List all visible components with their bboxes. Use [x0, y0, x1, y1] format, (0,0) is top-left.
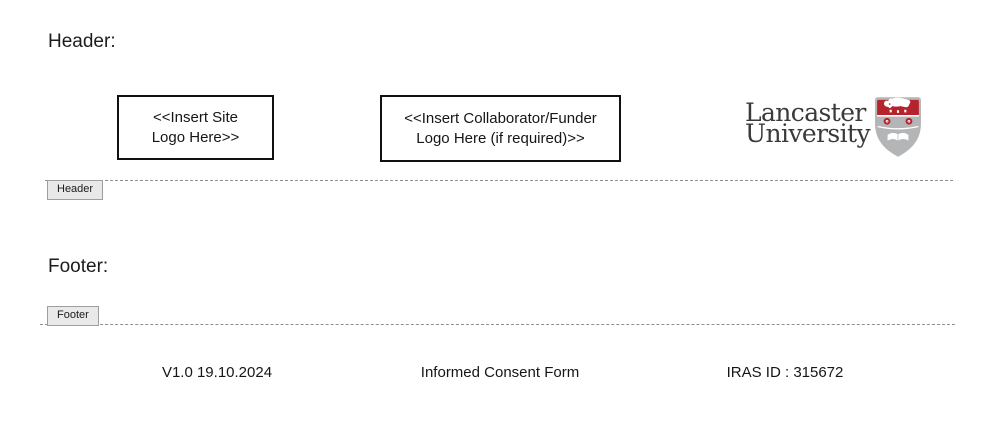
header-section-label: Header: [48, 31, 116, 52]
footer-document-title: Informed Consent Form [420, 364, 580, 381]
lancaster-university-logo: Lancaster University [745, 96, 922, 158]
footer-version-text: V1.0 19.10.2024 [161, 364, 273, 381]
site-logo-placeholder-text-line1: <<Insert Site [152, 108, 239, 126]
collaborator-logo-placeholder-text-line1: <<Insert Collaborator/Funder [404, 109, 597, 127]
university-crest-shield-icon [875, 97, 921, 157]
university-wordmark-line1: Lancaster [745, 98, 866, 127]
footer-section-label: Footer: [48, 256, 109, 277]
header-marker-tab: Header [47, 180, 104, 200]
site-logo-placeholder-text-line2: Logo Here>> [151, 128, 240, 146]
header-boundary-dashed-line [45, 180, 953, 181]
collaborator-logo-placeholder-text-line2: Logo Here (if required)>> [416, 129, 585, 147]
collaborator-logo-placeholder-box[interactable]: <<Insert Collaborator/Funder Logo Here (… [380, 95, 621, 162]
site-logo-placeholder-box[interactable]: <<Insert Site Logo Here>> [117, 95, 274, 160]
footer-iras-id: IRAS ID : 315672 [726, 364, 844, 381]
footer-marker-tab: Footer [47, 306, 99, 326]
university-wordmark-line2: University [745, 119, 871, 148]
university-wordmark: Lancaster University [745, 96, 871, 148]
footer-boundary-dashed-line [40, 324, 955, 325]
